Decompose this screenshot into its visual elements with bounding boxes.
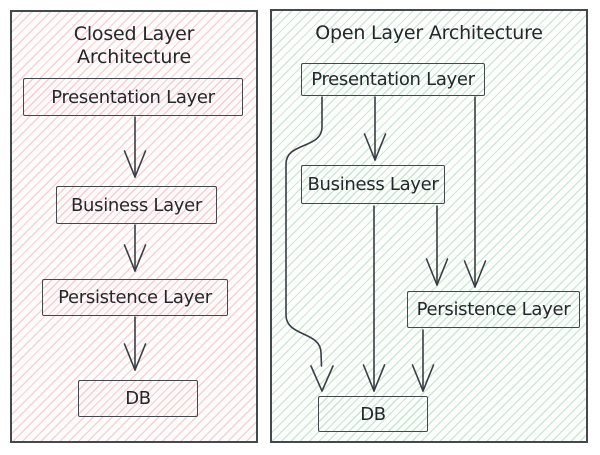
panel-title-closed-line2: Architecture (77, 46, 191, 68)
node-closed-db: DB (78, 380, 198, 417)
panel-title-closed-line1: Closed Layer (73, 23, 195, 45)
panel-closed-layer-architecture: Closed Layer Architecture (10, 10, 258, 443)
node-open-db: DB (318, 396, 428, 432)
node-open-persistence-layer: Persistence Layer (407, 291, 580, 328)
node-open-presentation-layer: Presentation Layer (301, 63, 485, 96)
node-closed-business-layer: Business Layer (56, 186, 217, 224)
panel-title-closed: Closed Layer Architecture (12, 23, 256, 69)
panel-title-open-line1: Open Layer Architecture (315, 22, 543, 44)
node-closed-persistence-layer: Persistence Layer (42, 279, 228, 316)
node-closed-presentation-layer: Presentation Layer (23, 78, 243, 116)
panel-title-open: Open Layer Architecture (272, 22, 586, 45)
node-open-business-layer: Business Layer (301, 165, 445, 204)
